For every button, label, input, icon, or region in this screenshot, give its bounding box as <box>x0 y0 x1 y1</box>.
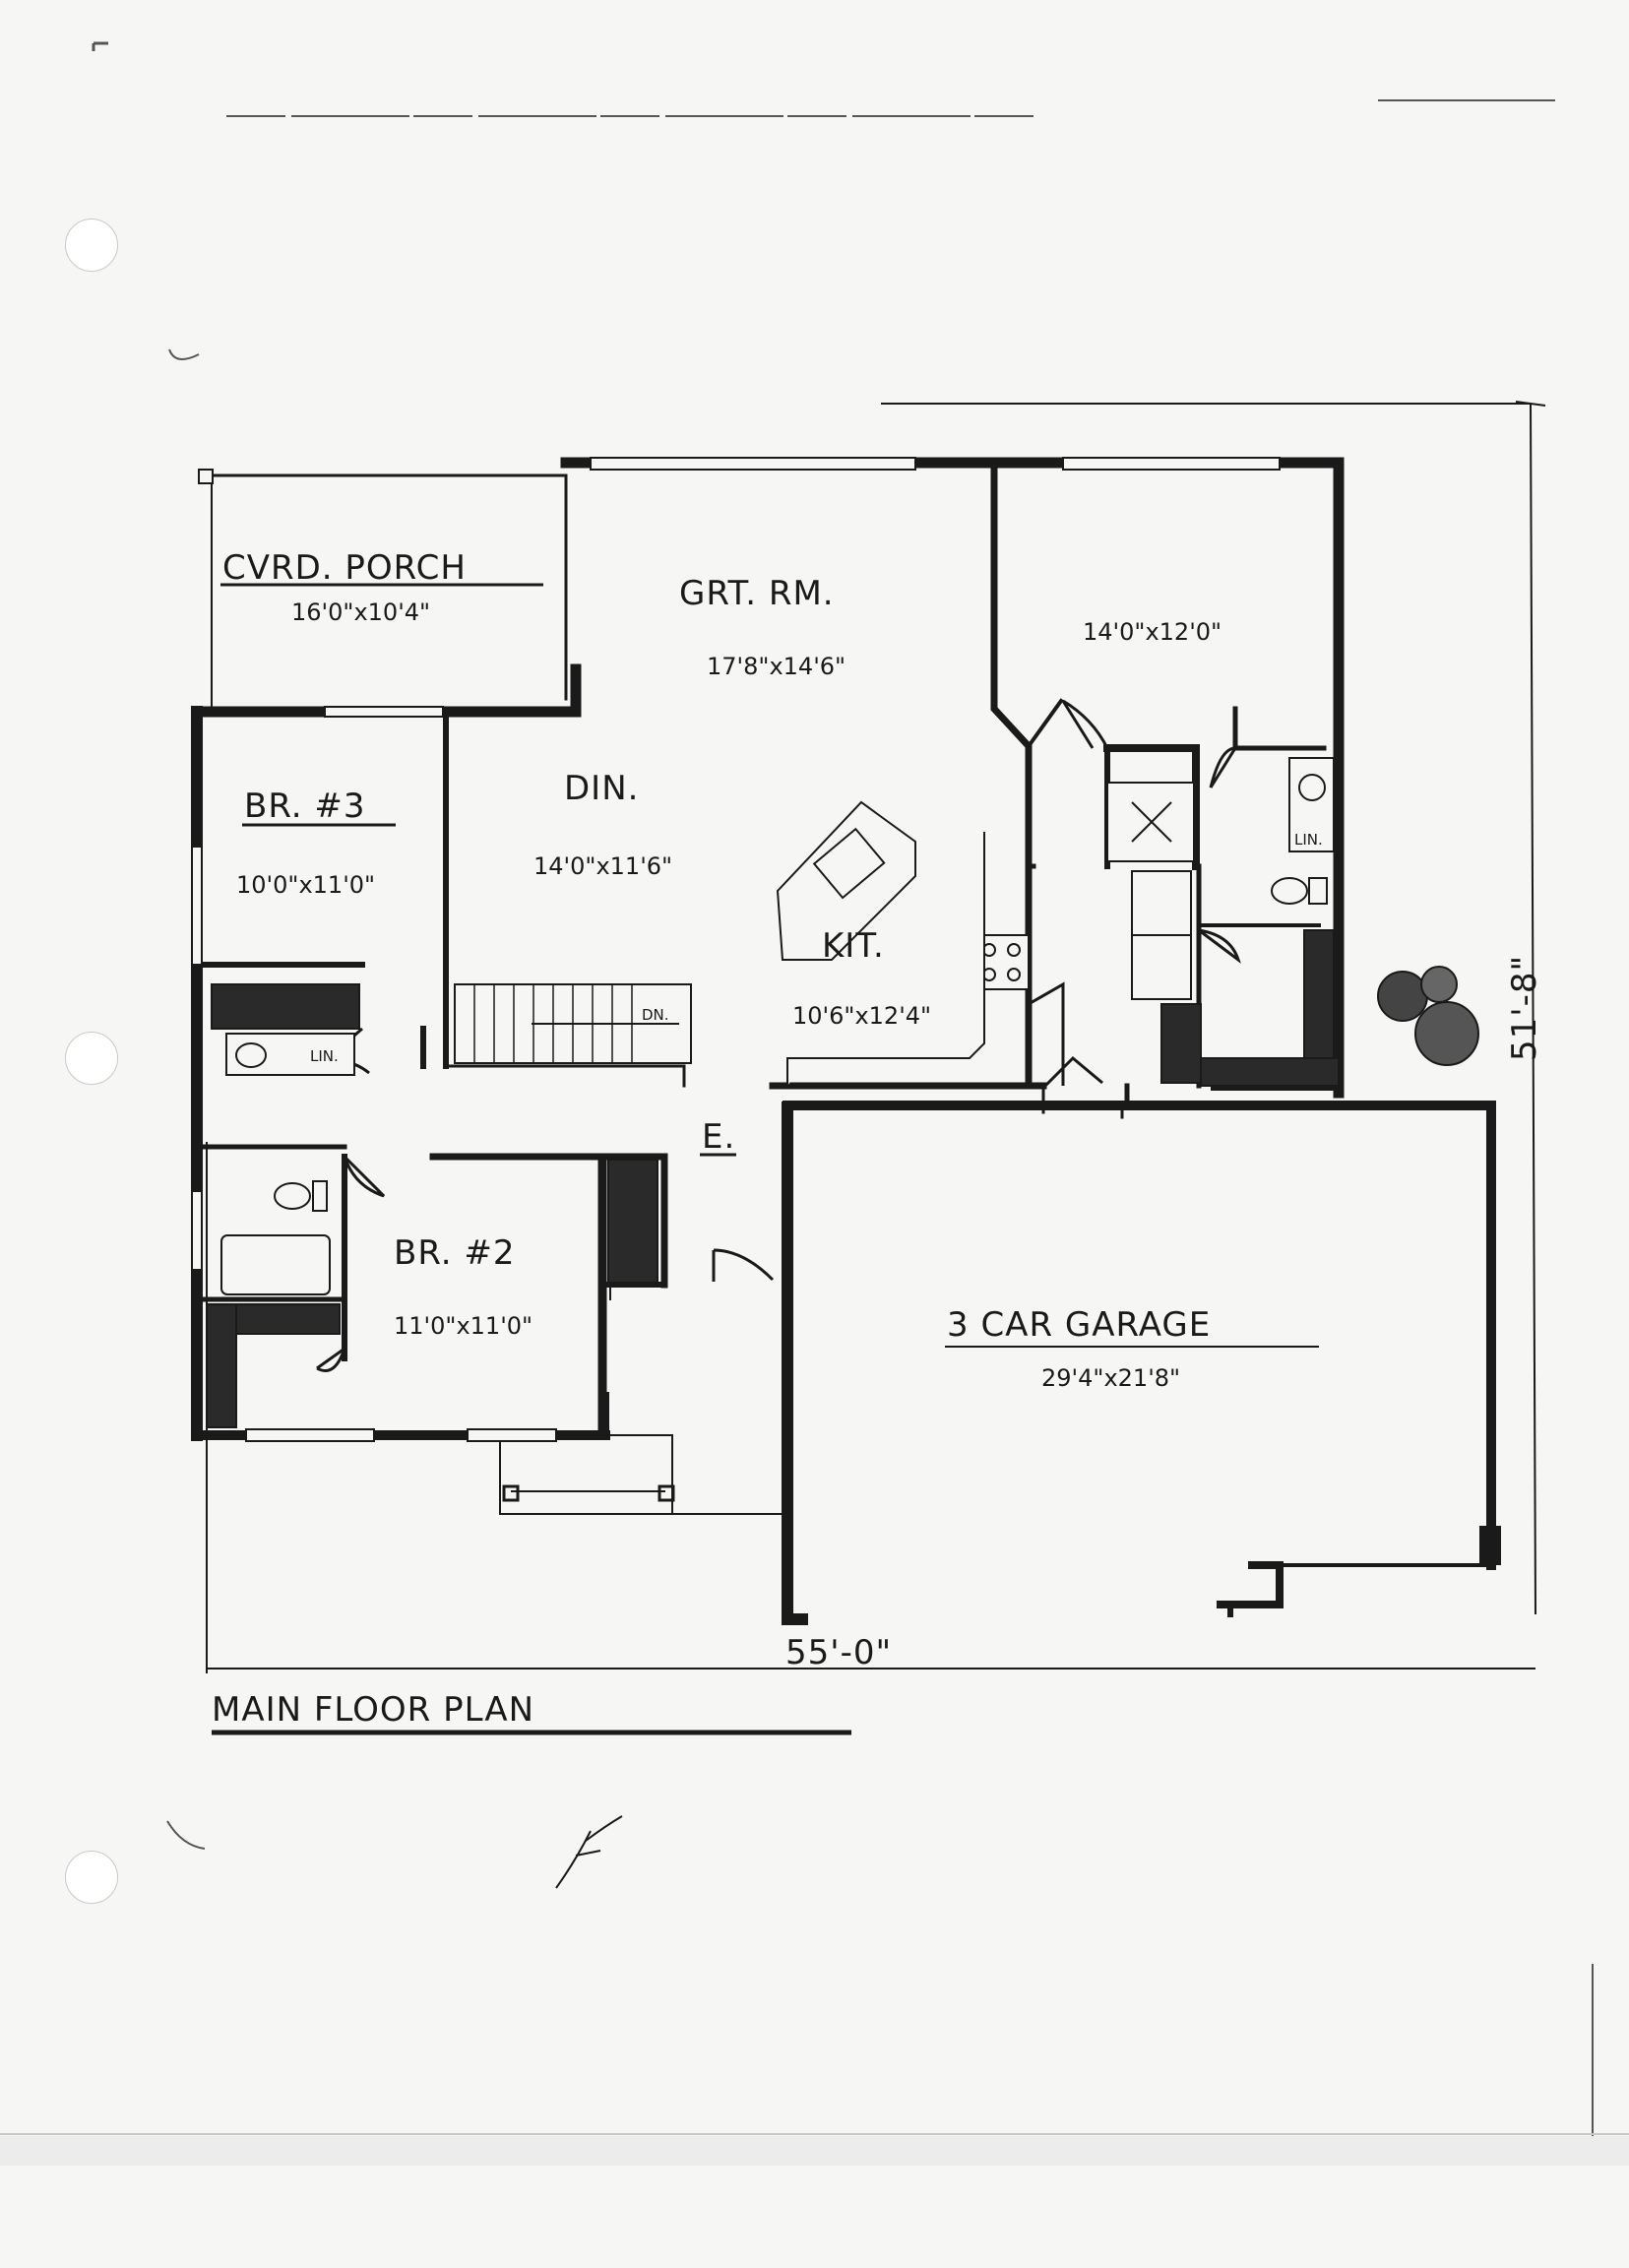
bedroom2-size: 11'0"x11'0" <box>394 1312 533 1340</box>
linen-label-1: LIN. <box>1294 831 1323 849</box>
scan-artifacts <box>0 41 1629 2166</box>
garage-name: 3 CAR GARAGE <box>947 1305 1211 1345</box>
windows <box>191 457 1281 1442</box>
closets <box>206 929 1340 1428</box>
garage-size: 29'4"x21'8" <box>1041 1364 1180 1392</box>
great-room-name: GRT. RM. <box>679 574 835 613</box>
shrub-icon <box>1377 966 1479 1066</box>
width-dimension: 55'-0" <box>785 1633 892 1672</box>
handwritten-mark: F <box>555 1815 623 1889</box>
great-room-size: 17'8"x14'6" <box>707 653 846 680</box>
depth-dimension: 51'-8" <box>1505 955 1544 1061</box>
porch-name: CVRD. PORCH <box>222 548 467 588</box>
bedroom2-name: BR. #2 <box>394 1233 515 1273</box>
binder-hole <box>65 1851 118 1904</box>
plan-title: MAIN FLOOR PLAN <box>212 1690 534 1730</box>
kitchen-size: 10'6"x12'4" <box>792 1002 931 1030</box>
binder-hole <box>65 219 118 272</box>
binder-hole <box>65 1032 118 1085</box>
linen-label-2: LIN. <box>310 1047 339 1065</box>
porch-size: 16'0"x10'4" <box>291 598 430 626</box>
bedroom3-size: 10'0"x11'0" <box>236 871 375 899</box>
entry-name: E. <box>702 1117 735 1157</box>
fixtures <box>220 757 1335 1295</box>
bedroom3-name: BR. #3 <box>244 787 365 826</box>
dining-name: DIN. <box>564 769 639 808</box>
master-bedroom-size: 14'0"x12'0" <box>1083 618 1222 646</box>
kitchen-name: KIT. <box>822 926 885 966</box>
dining-size: 14'0"x11'6" <box>533 852 672 880</box>
stair-down-label: DN. <box>642 1006 669 1024</box>
